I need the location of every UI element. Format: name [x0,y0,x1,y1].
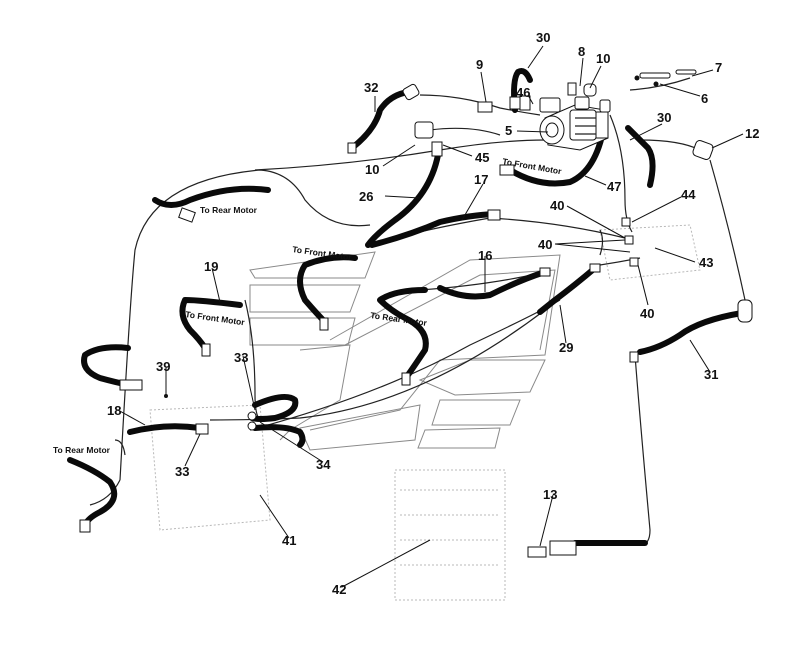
hose-30-upper [511,68,533,113]
callout-18: 18 [107,403,121,418]
callout-numbers: 30 8 10 9 46 7 6 32 5 30 12 10 45 26 17 … [107,30,759,597]
note-to-front-motor-left: To Front Motor [185,309,246,327]
callout-8: 8 [578,44,585,59]
hydraulic-hoses [67,68,745,547]
chassis-outline [149,224,701,601]
callout-32: 32 [364,80,378,95]
callout-10-top: 10 [596,51,610,66]
callout-40-upper: 40 [550,198,564,213]
callout-30-right: 30 [657,110,671,125]
hose-26 [365,152,441,248]
note-to-rear-motor-top: To Rear Motor [200,205,258,215]
callout-39: 39 [156,359,170,374]
hose-29 [537,265,598,315]
hose-31 [637,310,745,355]
leader-lines [117,45,744,588]
hose-34 [249,393,299,422]
callout-30-top: 30 [536,30,550,45]
callout-43: 43 [699,255,713,270]
hose-18 [127,423,203,435]
hose-30-right [625,125,656,188]
hydraulic-pump [539,96,611,151]
callout-33-lower: 33 [175,464,189,479]
callout-40-middle: 40 [538,237,552,252]
callout-31: 31 [704,367,718,382]
callout-41: 41 [282,533,296,548]
callout-7: 7 [715,60,722,75]
hose-front-motor-a [297,254,358,325]
callout-47: 47 [607,179,621,194]
callout-17: 17 [474,172,488,187]
callout-9: 9 [476,57,483,72]
callout-34: 34 [316,457,331,472]
callout-42: 42 [332,582,346,597]
callout-40-lower: 40 [640,306,654,321]
hose-19 [179,297,243,351]
callout-29: 29 [559,340,573,355]
callout-44: 44 [681,187,696,202]
callout-12: 12 [745,126,759,141]
callout-10-mid: 10 [365,162,379,177]
hose-32 [349,89,411,151]
callout-13: 13 [543,487,557,502]
callout-33-upper: 33 [234,350,248,365]
hose-16 [437,269,548,300]
callout-19: 19 [204,259,218,274]
callout-46: 46 [516,85,530,100]
callout-6: 6 [701,91,708,106]
hose-fittings [79,69,753,558]
hose-rear-motor-bottom [67,457,118,528]
callout-26: 26 [359,189,373,204]
callout-45: 45 [475,150,489,165]
hose-47 [507,117,608,187]
hose-rear-motor-top [152,185,271,208]
note-to-rear-motor-bottom: To Rear Motor [53,445,111,455]
callout-16: 16 [478,248,492,263]
callout-5: 5 [505,123,512,138]
hose-front-motor-b [377,287,429,378]
hose-left-long [81,344,133,388]
hose-34b [252,424,306,448]
hose-17 [369,211,498,248]
